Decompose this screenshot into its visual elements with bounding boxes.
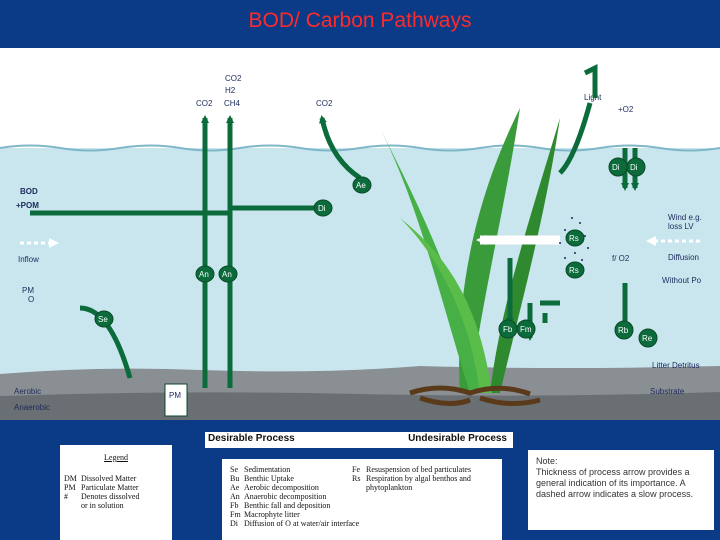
di-node	[313, 199, 333, 217]
process-key	[352, 483, 366, 492]
process-desc: Macrophyte litter	[244, 510, 300, 519]
legend-value: Particulate Matter	[81, 483, 139, 492]
plant-leaf	[400, 218, 492, 393]
an-node	[195, 265, 215, 283]
rs-node-label: Rs	[569, 234, 579, 243]
legend-value: Dissolved Matter	[81, 474, 137, 483]
aerobic-label: Aerobic	[14, 387, 41, 396]
co2-label: CO2	[316, 99, 333, 108]
rs-node	[565, 261, 585, 279]
pom-label: +POM	[16, 201, 39, 210]
se-node	[94, 310, 114, 328]
co2-label: CO2	[225, 74, 242, 83]
re-node	[638, 328, 658, 348]
di-node-label: Di	[612, 163, 620, 172]
bod-label: BOD	[20, 187, 38, 196]
process-column-right: Fe Resuspension of bed particulates Rs Res…	[352, 465, 471, 492]
process-column-left: Se Sedimentation Bu Benthic Uptake Ae Aerob…	[230, 465, 359, 528]
pm-box	[164, 383, 188, 417]
ch4-label: CH4	[224, 99, 241, 108]
process-key: Rs	[352, 474, 361, 483]
litter-label: Litter Detritus	[652, 361, 700, 370]
water-surface	[0, 144, 720, 152]
desirable-label: Desirable Process	[208, 433, 295, 444]
legend-value: or in solution	[81, 501, 124, 510]
legend: Legend DM Dissolved Matter PM Particulate …	[60, 445, 172, 540]
process-desc: Resuspension of bed particulates	[366, 465, 472, 474]
rb-node-label: Rb	[618, 326, 629, 335]
h2-label: H2	[225, 86, 236, 95]
pm-box-label: PM	[169, 391, 181, 400]
rs-node	[565, 229, 585, 247]
process-key: Se	[230, 465, 238, 474]
plant-leaf	[380, 128, 482, 393]
ae-node	[352, 176, 372, 194]
legend-key: #	[64, 492, 68, 501]
process-desc: Sedimentation	[244, 465, 291, 474]
re-node-label: Re	[642, 334, 653, 343]
process-desc: phytoplankton	[366, 483, 413, 492]
an-node-label: An	[199, 270, 209, 279]
process-desc: Diffusion of O at water/air interface	[244, 519, 360, 528]
di-node-label: Di	[630, 163, 638, 172]
o-label: O	[28, 295, 34, 304]
legend-key: PM	[64, 483, 76, 492]
process-desc: Benthic fall and deposition	[244, 501, 331, 510]
process-desc: Respiration by algal benthos and	[366, 474, 471, 483]
process-key: Fm	[230, 510, 241, 519]
inflow-label: Inflow	[18, 255, 39, 264]
process-key: Bu	[230, 474, 240, 483]
pm-label: PM	[22, 286, 34, 295]
process-desc: Anaerobic decomposition	[244, 492, 327, 501]
fm-node-label: Fm	[520, 325, 532, 334]
process-list: Se Sedimentation Bu Benthic Uptake Ae Aerob…	[222, 459, 502, 540]
process-key: Fe	[352, 465, 360, 474]
ae-node-label: Ae	[356, 181, 366, 190]
diffusion-label: Diffusion	[668, 253, 699, 262]
legend-value: Denotes dissolved	[81, 492, 140, 501]
legend-key	[64, 501, 81, 510]
co2-label: CO2	[196, 99, 213, 108]
substrate-label: Substrate	[650, 387, 685, 396]
di-node	[626, 157, 646, 177]
legend-title: Legend	[104, 453, 128, 462]
legend-key: DM	[64, 474, 77, 483]
page-title: BOD/ Carbon Pathways	[0, 0, 720, 42]
process-desc: Benthic Uptake	[244, 474, 294, 483]
carbon-pathway-diagram: CO2 H2 CH4 CO2 CO2 Light +O2 BOD +POM In…	[0, 48, 720, 420]
o2-label: +O2	[618, 105, 634, 114]
fb-node-label: Fb	[503, 325, 513, 334]
o2-mid-label: f/ O2	[612, 254, 630, 263]
rb-node	[614, 320, 634, 340]
fm-node	[516, 319, 536, 339]
process-desc: Aerobic decomposition	[244, 483, 319, 492]
se-node-label: Se	[98, 315, 108, 324]
plant-roots	[409, 385, 541, 406]
note-box: Note: Thickness of process arrow provide…	[528, 450, 714, 530]
wind-label-2: loss LV	[668, 222, 694, 231]
note-text: Note: Thickness of process arrow provide…	[536, 456, 694, 499]
wind-label: Wind e.g.	[668, 213, 702, 222]
undesirable-label: Undesirable Process	[408, 433, 507, 444]
process-key: Di	[230, 519, 238, 528]
an-node	[218, 265, 238, 283]
process-header: Desirable Process Undesirable Process	[205, 432, 513, 448]
process-key: Fb	[230, 501, 239, 510]
anaerobic-label: Anaerobic	[14, 403, 50, 412]
without-label: Without Po	[662, 276, 702, 285]
process-key: Ae	[230, 483, 240, 492]
an-node-label: An	[222, 270, 232, 279]
rs-node-label: Rs	[569, 266, 579, 275]
air-region	[0, 48, 720, 148]
di-node-label: Di	[318, 204, 326, 213]
process-key: An	[230, 492, 240, 501]
